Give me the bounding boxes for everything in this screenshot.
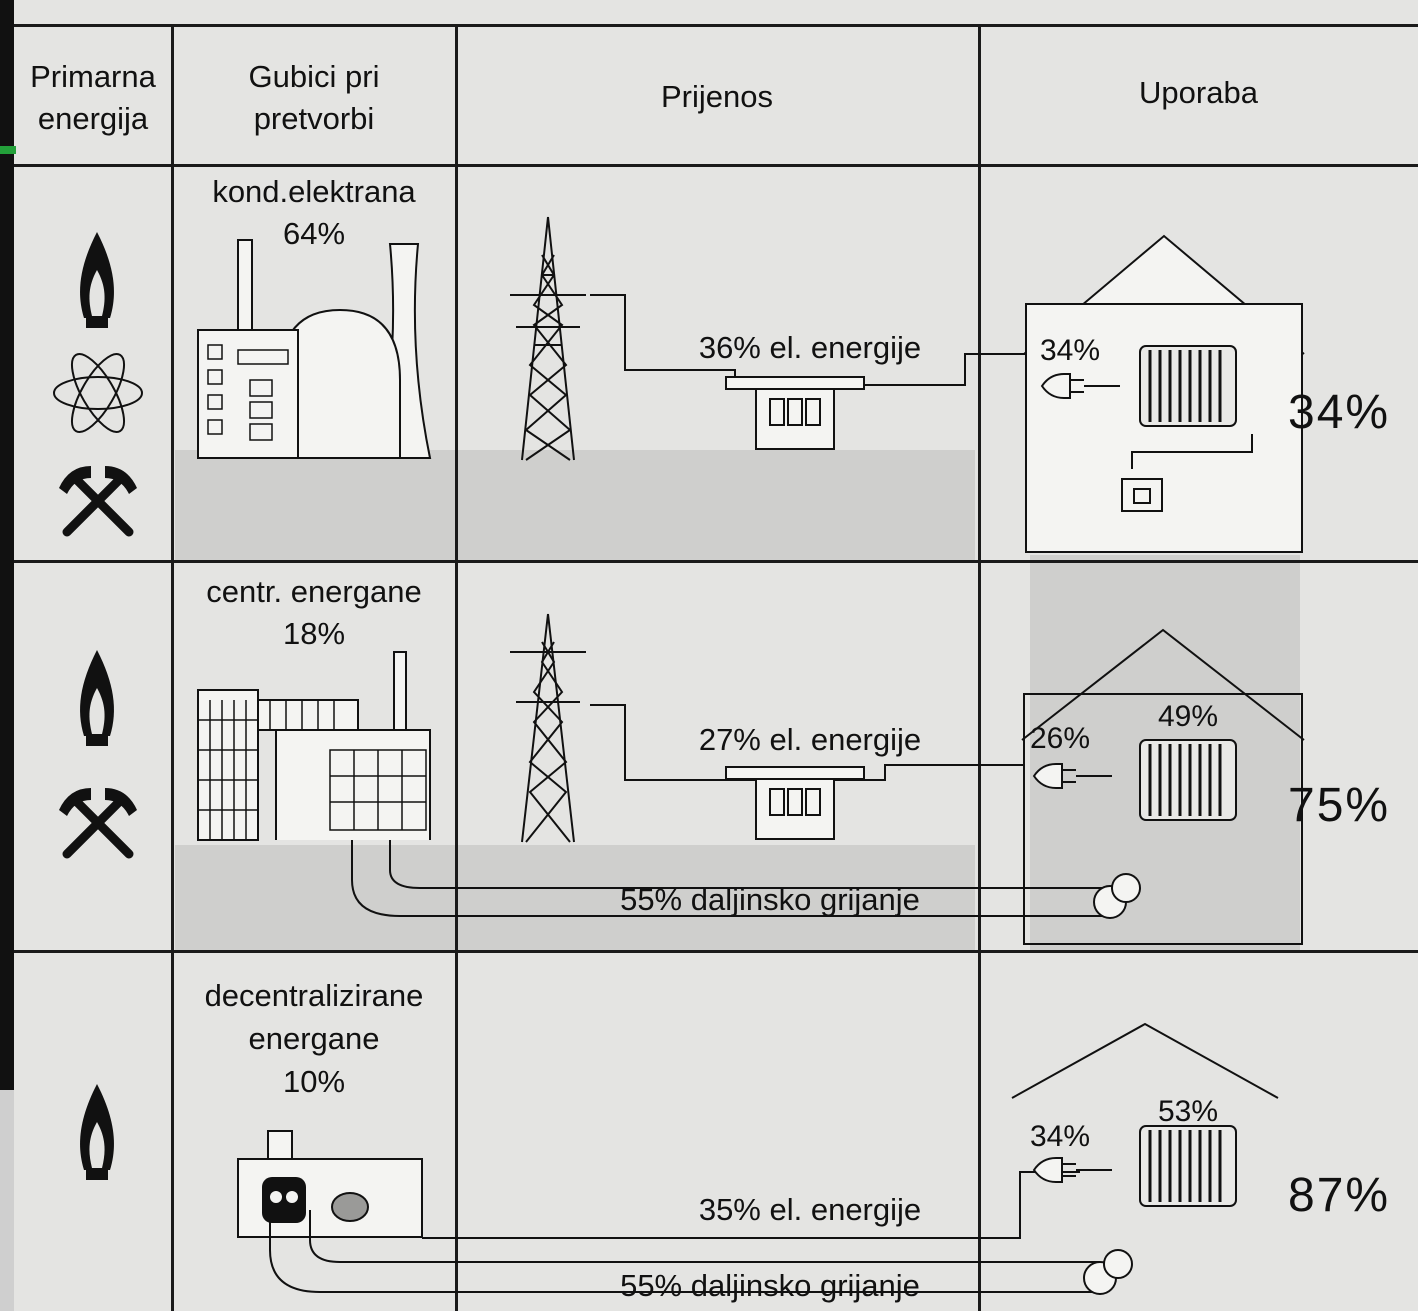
table-top-border (14, 24, 1418, 27)
substation-icon (725, 766, 865, 840)
header-losses-line2: pretvorbi (253, 101, 375, 136)
left-light-strip (0, 1090, 14, 1311)
substation-icon (725, 376, 865, 450)
total-efficiency-row3: 87% (1288, 1169, 1391, 1222)
plant-label-central: centr. energane (206, 574, 422, 609)
total-efficiency-row1: 34% (1288, 386, 1391, 439)
plug-icon (1040, 373, 1120, 399)
header-primary-energy: Primarna energija (14, 56, 172, 140)
radiator-icon (1139, 739, 1237, 821)
header-conversion-losses: Gubici pri pretvorbi (172, 56, 456, 140)
plant-label-decentral-line2: energane (248, 1021, 380, 1056)
col-divider-1 (171, 24, 174, 1311)
plant-label-condensing: kond.elektrana (212, 174, 416, 209)
plant-label-decentral-line1: decentralizirane (204, 978, 424, 1013)
district-heating-row3: 55% daljinsko grijanje (620, 1268, 920, 1303)
chp-plant-illustration (197, 651, 431, 841)
col-divider-2 (455, 24, 458, 1311)
green-margin-mark (0, 146, 16, 154)
plant-label-decentral: decentralizirane energane (172, 974, 456, 1060)
row-divider-1 (14, 560, 1418, 563)
col-divider-3 (978, 24, 981, 1311)
electric-share-row3: 35% el. energije (698, 1192, 922, 1227)
pylon-icon (510, 613, 586, 843)
header-primary-line2: energija (37, 101, 149, 136)
electric-share-row2: 27% el. energije (698, 722, 922, 757)
flame-icon (80, 232, 114, 328)
bg-shade (175, 845, 975, 950)
power-plant-illustration (197, 239, 432, 459)
flame-icon (80, 650, 114, 746)
plant-loss-decentral: 10% (282, 1064, 346, 1099)
mining-icon (59, 788, 137, 859)
plug-icon (1032, 1157, 1112, 1183)
header-use: Uporaba (1139, 75, 1258, 110)
header-bottom-border (14, 164, 1418, 167)
house-electric-row1: 34% (1040, 334, 1101, 367)
house-illustration (1021, 628, 1305, 945)
plant-loss-central: 18% (282, 616, 346, 651)
house-electric-row2: 26% (1030, 722, 1091, 755)
plant-loss-condensing: 64% (282, 216, 346, 251)
left-dark-strip (0, 0, 14, 1090)
header-transmission: Prijenos (661, 79, 773, 114)
mining-icon (59, 466, 137, 537)
small-plant-illustration (237, 1130, 423, 1238)
house-heat-row3: 53% (1158, 1095, 1219, 1128)
house-illustration (1023, 234, 1305, 553)
district-heating-pipe (351, 840, 1141, 919)
radiator-icon (1139, 1125, 1237, 1207)
district-heating-pipe (269, 1210, 1133, 1295)
header-primary-line1: Primarna (30, 59, 156, 94)
header-losses-line1: Gubici pri (248, 59, 380, 94)
row-divider-2 (14, 950, 1418, 953)
pylon-icon (510, 216, 586, 461)
house-illustration (1011, 1022, 1279, 1099)
district-heating-row2: 55% daljinsko grijanje (620, 882, 920, 917)
house-electric-row3: 34% (1030, 1120, 1091, 1153)
radiator-icon (1139, 345, 1237, 427)
bg-shade (175, 450, 975, 560)
atom-icon (53, 353, 143, 433)
electric-share-row1: 36% el. energije (698, 330, 922, 365)
plug-icon (1032, 763, 1112, 789)
total-efficiency-row2: 75% (1288, 779, 1391, 832)
house-heat-row2: 49% (1158, 700, 1219, 733)
flame-icon (80, 1084, 114, 1180)
